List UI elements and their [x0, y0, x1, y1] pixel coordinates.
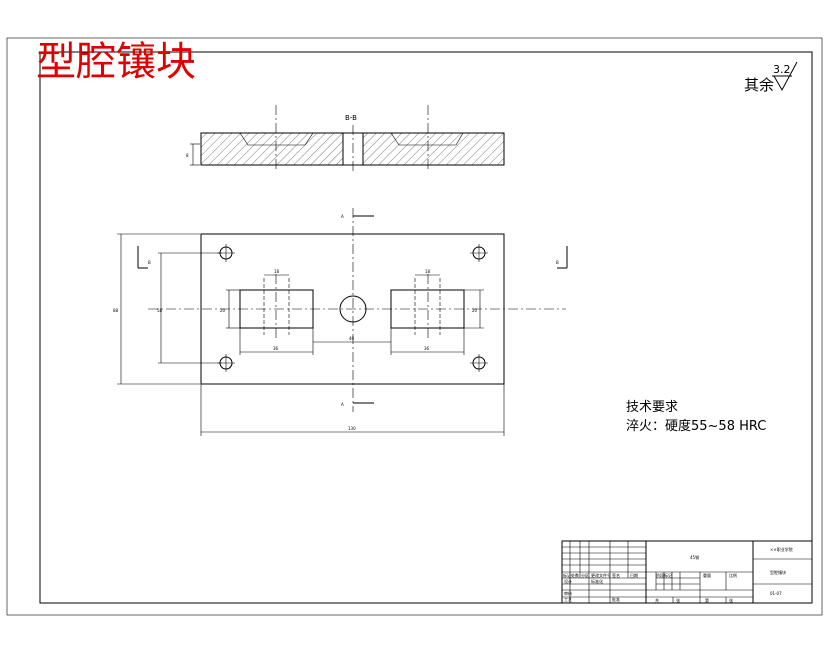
svg-text:58: 58 — [157, 308, 163, 313]
svg-text:签名: 签名 — [612, 572, 620, 578]
left-pocket — [239, 274, 314, 340]
svg-text:处数: 处数 — [571, 572, 579, 578]
corner-holes — [217, 244, 488, 372]
marker-a-bottom: A — [341, 402, 344, 407]
svg-text:36: 36 — [424, 346, 430, 351]
svg-text:20: 20 — [472, 308, 478, 313]
title-block-drawing-no: 01-07 — [770, 591, 782, 596]
svg-text:共: 共 — [655, 597, 659, 603]
center-hole — [339, 295, 367, 323]
title-block-material: 45钢 — [690, 554, 699, 560]
title-block-part-name: 型腔镶块 — [770, 569, 786, 575]
svg-text:阶段标记: 阶段标记 — [656, 572, 672, 578]
tech-line-1: 淬火：硬度55~58 HRC — [626, 418, 766, 434]
svg-text:更改文件号: 更改文件号 — [591, 572, 611, 578]
marker-b-right: B — [556, 260, 559, 265]
roughness-prefix: 其余 — [744, 76, 774, 94]
svg-text:18: 18 — [425, 269, 431, 274]
svg-text:设计: 设计 — [564, 578, 572, 584]
dim-thickness: 8 — [186, 153, 189, 158]
svg-text:88: 88 — [113, 308, 119, 313]
svg-text:18: 18 — [274, 269, 280, 274]
technical-requirements: 技术要求 淬火：硬度55~58 HRC — [626, 400, 766, 434]
svg-text:比例: 比例 — [729, 572, 737, 578]
dimensions: 88 58 130 18 18 36 36 — [113, 233, 505, 436]
svg-text:36: 36 — [273, 346, 279, 351]
svg-text:批准: 批准 — [612, 596, 620, 602]
svg-text:40: 40 — [349, 336, 355, 341]
right-pocket — [390, 274, 465, 340]
marker-a-top: A — [341, 214, 344, 219]
outer-border — [6, 37, 823, 616]
svg-text:分区: 分区 — [581, 572, 589, 578]
svg-text:张: 张 — [729, 597, 733, 603]
roughness-note: 其余 3.2 — [744, 61, 798, 94]
roughness-symbol — [773, 61, 798, 92]
svg-text:审核: 审核 — [564, 590, 572, 596]
svg-text:20: 20 — [220, 308, 226, 313]
svg-text:重量: 重量 — [703, 572, 711, 578]
section-view: B-B 8 — [186, 105, 505, 172]
title-block: 45钢 ××职业学院 型腔镶块 01-07 标记 处数 分区 更改文件号 签名 … — [561, 540, 813, 604]
svg-text:130: 130 — [348, 426, 356, 431]
svg-text:工艺: 工艺 — [564, 597, 572, 602]
svg-text:标记: 标记 — [563, 572, 571, 578]
svg-text:张: 张 — [676, 597, 680, 603]
svg-text:日期: 日期 — [630, 572, 638, 578]
roughness-value: 3.2 — [773, 63, 791, 76]
tech-heading: 技术要求 — [626, 400, 678, 415]
marker-b-left: B — [148, 260, 151, 265]
section-label: B-B — [345, 114, 357, 122]
svg-text:第: 第 — [705, 597, 709, 603]
inner-frame — [39, 51, 813, 604]
plan-view: A A B B — [113, 208, 568, 436]
title-block-school: ××职业学院 — [770, 546, 793, 552]
svg-text:标准化: 标准化 — [591, 578, 603, 584]
drawing-title: 型腔镶块 — [36, 39, 196, 85]
